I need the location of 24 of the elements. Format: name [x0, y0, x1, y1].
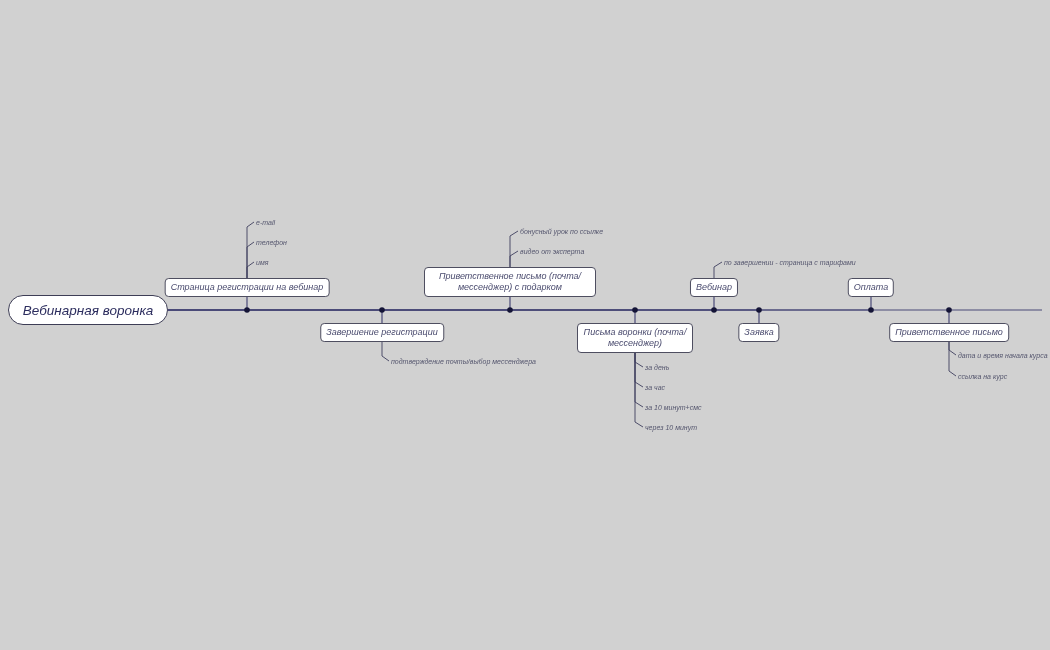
stage-title: Письма воронки (почта/ мессенджер) — [583, 327, 687, 349]
stage-box — [690, 278, 738, 297]
stage-box — [164, 278, 330, 297]
leader-line — [246, 261, 255, 279]
stage-title: Заявка — [744, 327, 774, 338]
leader-line — [509, 250, 519, 268]
stage-title: Приветственное письмо (почта/ мессенджер) с подарком — [437, 271, 583, 293]
stage-box — [889, 323, 1009, 342]
leader-line — [948, 341, 957, 377]
stage-title: Вебинар — [696, 282, 732, 293]
stage-title: Оплата — [853, 282, 889, 293]
root-topic-pill — [8, 295, 168, 325]
stage-title: Завершение регистрации — [326, 327, 438, 338]
stage-box — [320, 323, 444, 342]
leader-line — [634, 352, 644, 428]
stage-box — [738, 323, 780, 342]
stage-box — [424, 267, 596, 297]
leader-line — [381, 341, 390, 362]
stage-box — [577, 323, 693, 353]
stage-box — [847, 278, 895, 297]
stage-title: Страница регистрации на вебинар — [170, 282, 324, 293]
leader-line — [713, 261, 723, 279]
stage-title: Приветственное письмо — [895, 327, 1003, 338]
root-topic-title: Вебинарная воронка — [22, 302, 154, 318]
